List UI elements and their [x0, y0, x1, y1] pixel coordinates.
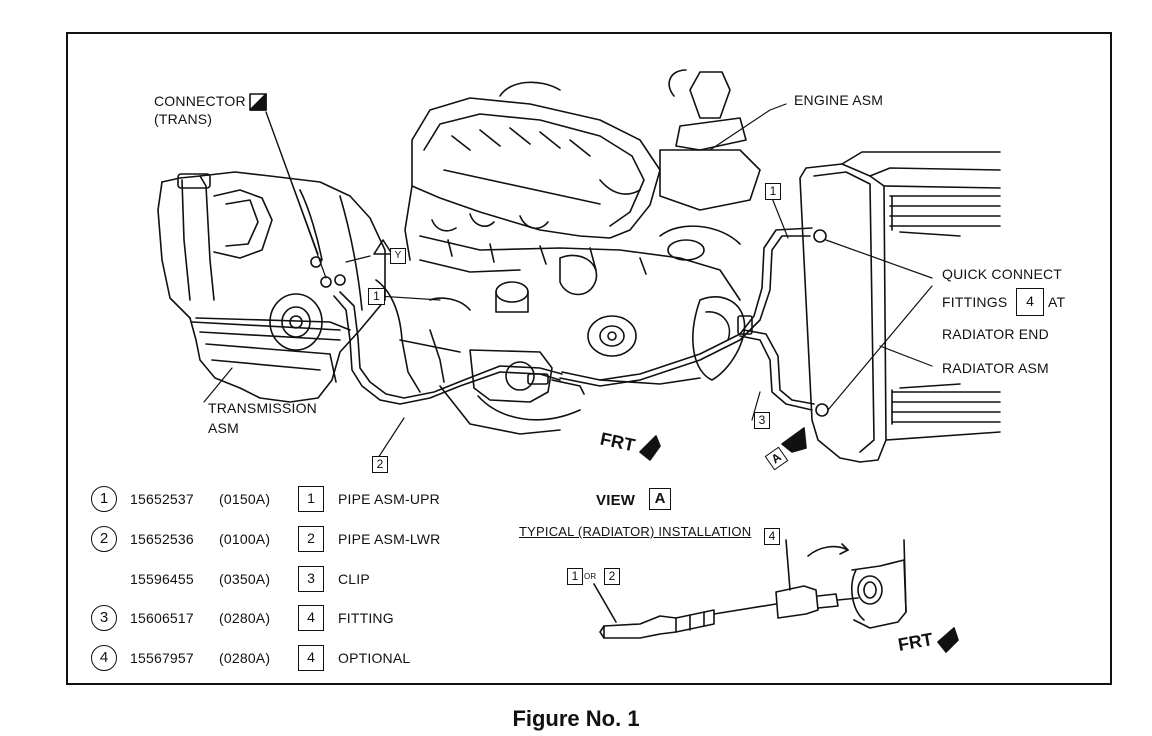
detail-callout-1: 1 — [567, 568, 583, 585]
part-number: 15652537 — [130, 491, 194, 507]
detail-view-drawing — [593, 539, 907, 639]
callout-1-top: 1 — [765, 183, 781, 200]
connector-label: CONNECTOR — [154, 93, 246, 109]
transmission-drawing — [157, 171, 386, 403]
legend-box-number: 2 — [298, 526, 324, 552]
frt-arrow-detail — [937, 627, 959, 653]
detail-callout-4: 4 — [764, 528, 780, 545]
callout-3: 3 — [754, 412, 770, 429]
part-name: PIPE ASM-LWR — [338, 531, 441, 547]
legend-circle-number: 2 — [91, 526, 117, 552]
view-letter-box: A — [649, 488, 671, 510]
part-name: FITTING — [338, 610, 394, 626]
figure-frame — [66, 32, 1112, 685]
legend-circle-number: 4 — [91, 645, 117, 671]
legend-box-number: 4 — [298, 605, 324, 631]
transmission-label: TRANSMISSION — [208, 400, 317, 416]
transmission-sub-label: ASM — [208, 420, 239, 436]
part-code: (0280A) — [219, 610, 271, 626]
part-name: OPTIONAL — [338, 650, 411, 666]
legend-circle-number: 1 — [91, 486, 117, 512]
view-subtitle: TYPICAL (RADIATOR) INSTALLATION — [519, 524, 752, 539]
part-code: (0350A) — [219, 571, 271, 587]
callout-2: 2 — [372, 456, 388, 473]
part-number: 15652536 — [130, 531, 194, 547]
callout-y: Y — [390, 248, 406, 264]
view-title: VIEW — [596, 492, 636, 509]
engine-label: ENGINE ASM — [794, 92, 884, 108]
part-number: 15596455 — [130, 571, 194, 587]
at-label: AT — [1048, 294, 1066, 310]
radiator-end-label: RADIATOR END — [942, 326, 1049, 342]
part-number: 15606517 — [130, 610, 194, 626]
cooler-pipes — [310, 227, 829, 417]
part-code: (0150A) — [219, 491, 271, 507]
part-number: 15567957 — [130, 650, 194, 666]
detail-callout-2: 2 — [604, 568, 620, 585]
frt-arrow-main — [639, 435, 661, 461]
legend-circle-number: 3 — [91, 605, 117, 631]
fittings-callout-box: 4 — [1016, 288, 1044, 316]
legend-box-number: 1 — [298, 486, 324, 512]
legend-box-number: 4 — [298, 645, 324, 671]
part-code: (0280A) — [219, 650, 271, 666]
part-name: CLIP — [338, 571, 370, 587]
quick-connect-label: QUICK CONNECT — [942, 266, 1063, 282]
reference-triangle — [373, 239, 393, 255]
connector-sub-label: (TRANS) — [154, 111, 213, 127]
radiator-drawing — [799, 151, 1001, 463]
engine-drawing — [375, 69, 761, 435]
callout-1-left: 1 — [368, 288, 385, 305]
figure-caption: Figure No. 1 — [512, 706, 640, 731]
part-name: PIPE ASM-UPR — [338, 491, 440, 507]
fittings-label: FITTINGS — [942, 294, 1008, 310]
legend-box-number: 3 — [298, 566, 324, 592]
view-a-arrow — [781, 427, 807, 453]
part-code: (0100A) — [219, 531, 271, 547]
radiator-label: RADIATOR ASM — [942, 360, 1049, 376]
leader-lines — [203, 103, 933, 459]
detail-or-label: OR — [584, 572, 597, 581]
connector-marker — [249, 93, 267, 111]
